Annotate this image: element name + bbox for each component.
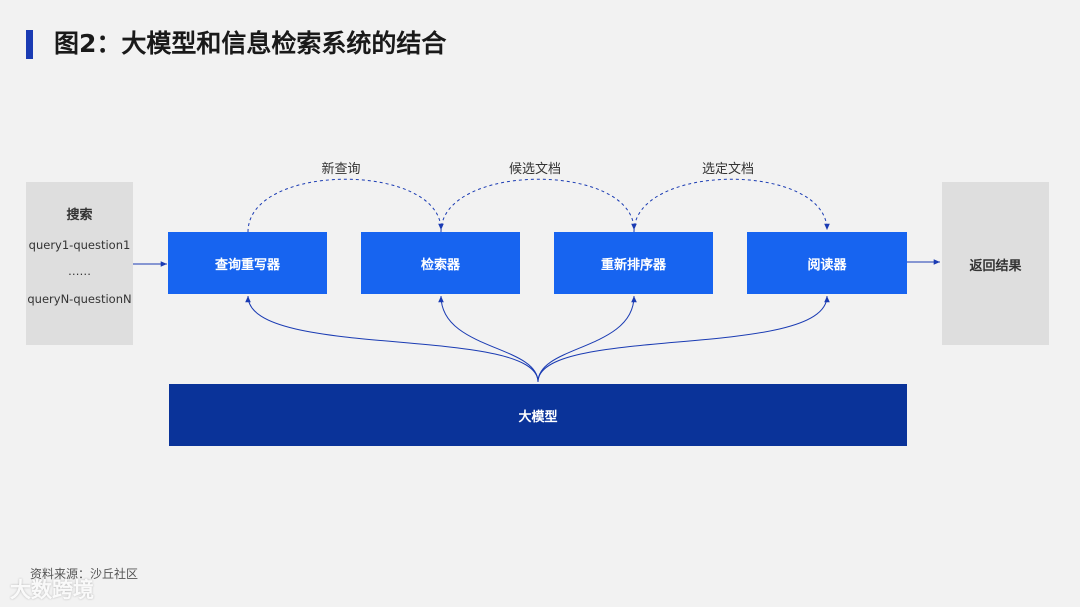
llm-to-reader — [537, 295, 830, 383]
flow-label-selected-docs: 选定文档 — [701, 162, 755, 177]
return-results-box: 返回结果 — [942, 182, 1049, 345]
source-note: 资料来源：沙丘社区 — [30, 567, 139, 581]
search-box: 搜索 query1-question1 …… queryN-questionN — [26, 182, 133, 345]
search-line-last: queryN-questionN — [27, 292, 132, 306]
stage-retriever: 检索器 — [361, 232, 520, 294]
stage-reader: 阅读器 — [747, 232, 907, 294]
search-line-first: query1-question1 — [28, 238, 131, 252]
llm-to-reranker — [537, 295, 637, 383]
arc-new-query — [247, 178, 444, 233]
watermark: 大数跨境 — [10, 578, 94, 602]
search-line-ellipsis: …… — [68, 264, 91, 278]
arc-selected-docs — [633, 178, 830, 233]
page-title: 图2：大模型和信息检索系统的结合 — [54, 29, 447, 58]
return-results-label: 返回结果 — [969, 259, 1022, 274]
flow-label-new-query: 新查询 — [321, 162, 361, 177]
arc-candidate-docs — [440, 178, 637, 233]
stage-reranker: 重新排序器 — [554, 232, 713, 294]
llm-to-retriever — [438, 295, 539, 383]
search-heading: 搜索 — [66, 208, 93, 223]
flow-label-candidate-docs: 候选文档 — [508, 162, 562, 177]
title-accent-bar — [26, 30, 33, 59]
llm-block: 大模型 — [169, 384, 907, 446]
stage-query-rewriter: 查询重写器 — [168, 232, 327, 294]
llm-to-rewriter — [245, 295, 539, 383]
